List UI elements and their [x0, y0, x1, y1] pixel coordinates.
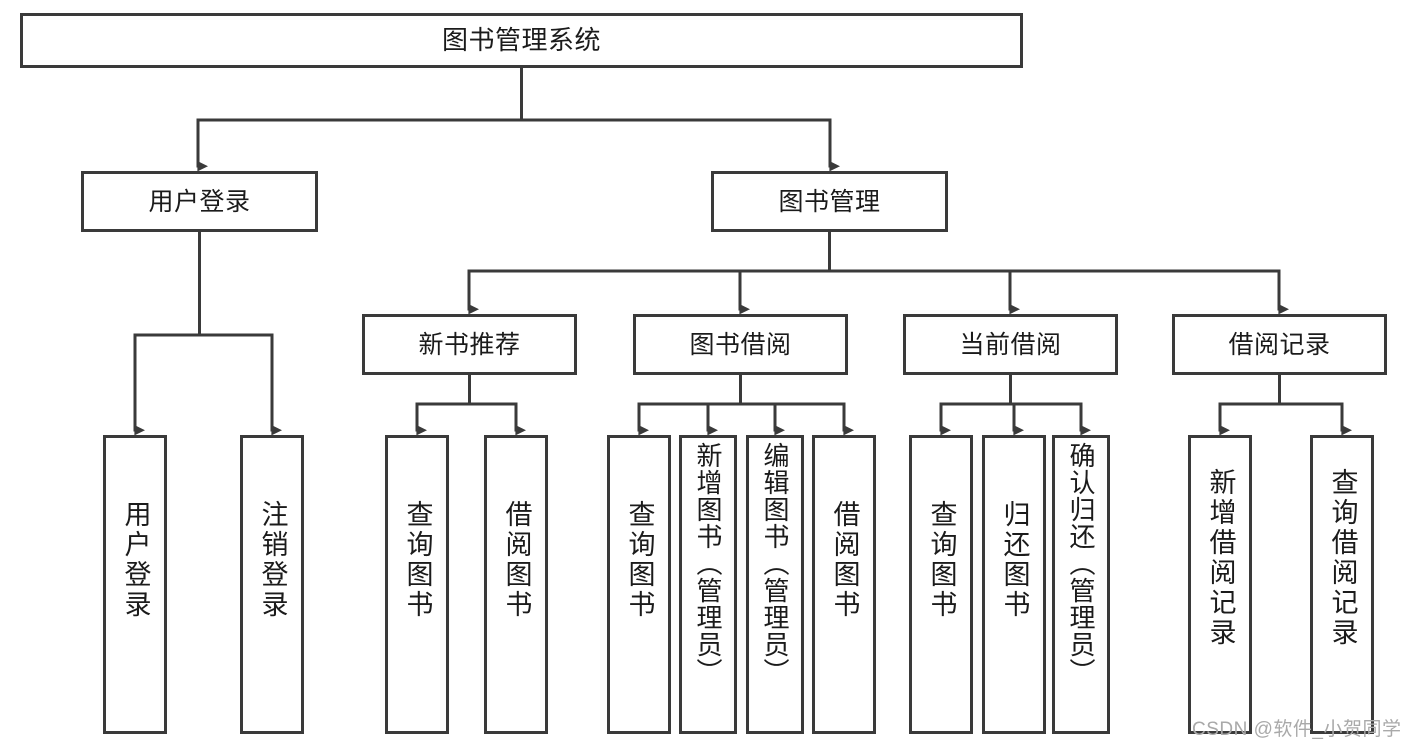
- leaf-query-record[interactable]: 查询借阅记录: [1310, 435, 1374, 734]
- leaf-query-book-2[interactable]: 查询图书: [607, 435, 671, 734]
- leaf-query-book-3-label: 查询图书: [926, 500, 957, 620]
- leaf-user-login[interactable]: 用户登录: [103, 435, 167, 734]
- leaf-borrow-book-1-label: 借阅图书: [501, 500, 532, 620]
- leaf-user-login-label: 用户登录: [120, 500, 151, 620]
- leaf-query-record-label: 查询借阅记录: [1327, 468, 1358, 648]
- node-book-manage-label: 图书管理: [778, 187, 881, 216]
- leaf-user-logout[interactable]: 注销登录: [240, 435, 304, 734]
- leaf-borrow-book-2[interactable]: 借阅图书: [812, 435, 876, 734]
- node-current-borrow[interactable]: 当前借阅: [903, 314, 1118, 375]
- leaf-query-book-2-label: 查询图书: [624, 500, 655, 620]
- csdn-watermark: CSDN @软件_小贺同学: [1192, 719, 1402, 740]
- node-user-login[interactable]: 用户登录: [81, 171, 318, 232]
- node-user-login-label: 用户登录: [148, 187, 251, 216]
- node-borrow-record-label: 借阅记录: [1228, 330, 1331, 359]
- leaf-add-book[interactable]: 新增图书（管理员）: [679, 435, 737, 734]
- node-root-label: 图书管理系统: [441, 24, 601, 55]
- node-root[interactable]: 图书管理系统: [20, 13, 1023, 68]
- leaf-query-book-1[interactable]: 查询图书: [385, 435, 449, 734]
- leaf-user-logout-label: 注销登录: [257, 500, 288, 620]
- leaf-edit-book-label: 编辑图书（管理员）: [760, 442, 790, 685]
- leaf-confirm-return[interactable]: 确认归还（管理员）: [1052, 435, 1110, 734]
- node-book-borrow[interactable]: 图书借阅: [633, 314, 848, 375]
- leaf-edit-book[interactable]: 编辑图书（管理员）: [746, 435, 804, 734]
- node-new-book-rec[interactable]: 新书推荐: [362, 314, 577, 375]
- leaf-add-record-label: 新增借阅记录: [1205, 468, 1236, 648]
- leaf-confirm-return-label: 确认归还（管理员）: [1066, 442, 1096, 685]
- node-current-borrow-label: 当前借阅: [959, 330, 1062, 359]
- leaf-add-book-label: 新增图书（管理员）: [693, 442, 723, 685]
- leaf-add-record[interactable]: 新增借阅记录: [1188, 435, 1252, 734]
- leaf-borrow-book-1[interactable]: 借阅图书: [484, 435, 548, 734]
- leaf-return-book-label: 归还图书: [999, 500, 1030, 620]
- node-new-book-rec-label: 新书推荐: [418, 330, 521, 359]
- node-book-borrow-label: 图书借阅: [689, 330, 792, 359]
- node-borrow-record[interactable]: 借阅记录: [1172, 314, 1387, 375]
- leaf-query-book-3[interactable]: 查询图书: [909, 435, 973, 734]
- leaf-return-book[interactable]: 归还图书: [982, 435, 1046, 734]
- leaf-borrow-book-2-label: 借阅图书: [829, 500, 860, 620]
- leaf-query-book-1-label: 查询图书: [402, 500, 433, 620]
- node-book-manage[interactable]: 图书管理: [711, 171, 948, 232]
